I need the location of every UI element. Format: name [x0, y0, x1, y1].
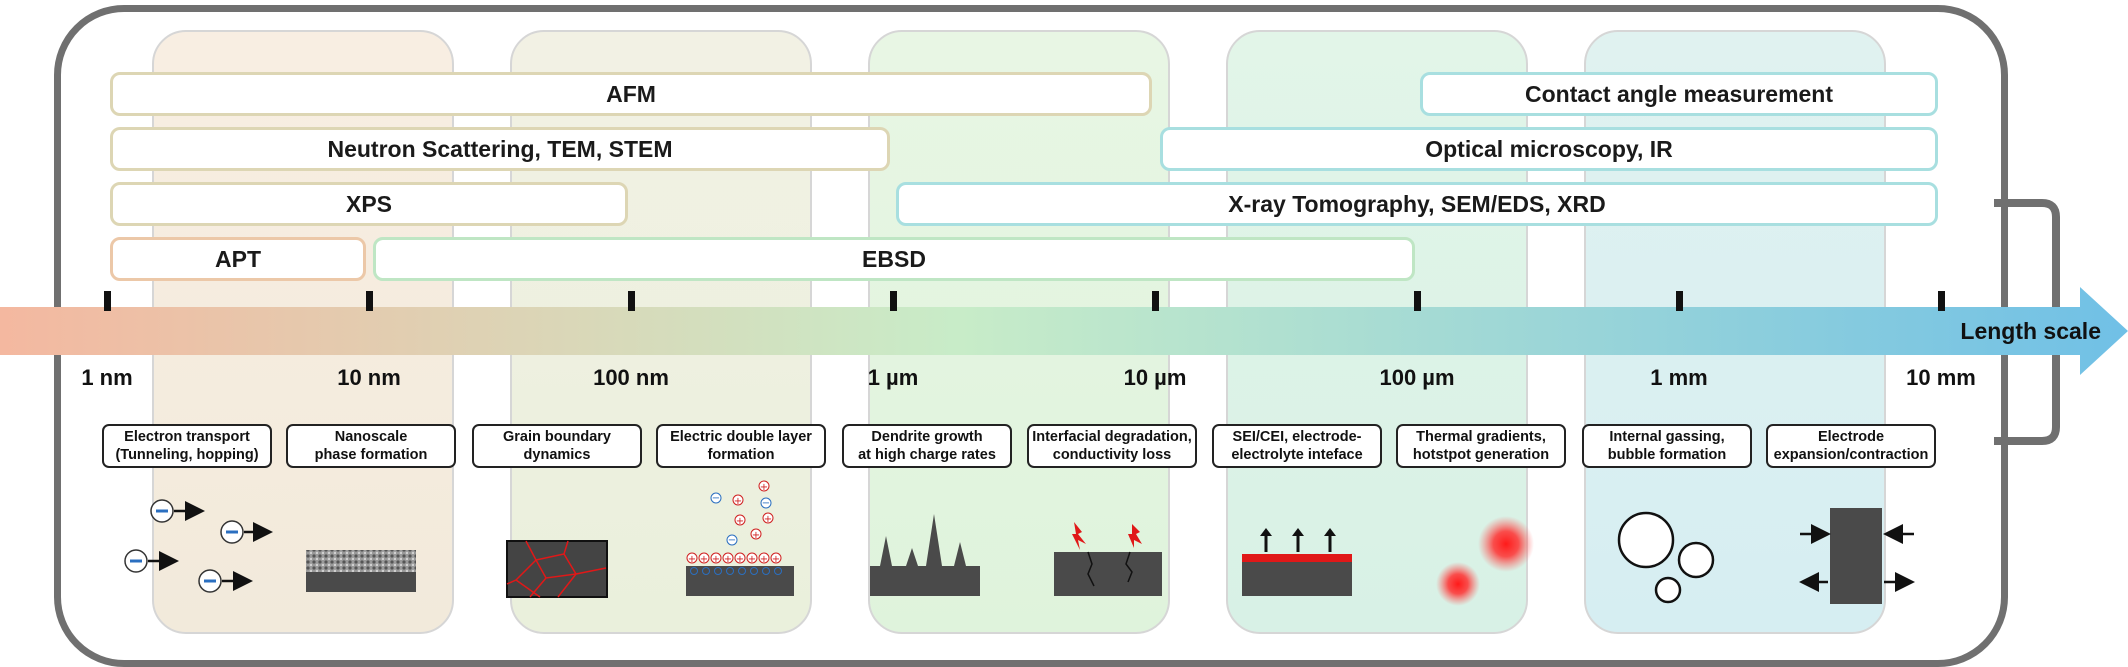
scale-label-1nm: 1 nm [81, 365, 133, 390]
scale-label-10mm: 10 mm [1906, 365, 1976, 390]
bar-apt: APT [110, 237, 366, 281]
svg-text:+: + [688, 554, 696, 565]
dendrite-illustration [870, 514, 980, 596]
svg-text:−: − [728, 535, 736, 546]
interfacial-degradation-illustration [1054, 522, 1162, 596]
bar-afm: AFM [110, 72, 1152, 116]
svg-text:+: + [734, 496, 742, 507]
scale-label-1um: 1 µm [867, 365, 919, 390]
phenomenon-interfacial-degradation: Interfacial degradation,conductivity los… [1027, 424, 1197, 468]
bubbles-illustration [1617, 511, 1715, 604]
bar-neutron-tem-stem: Neutron Scattering, TEM, STEM [110, 127, 890, 171]
phenomenon-electron-transport: Electron transport(Tunneling, hopping) [102, 424, 272, 468]
bar-xray-sem-xrd: X-ray Tomography, SEM/EDS, XRD [896, 182, 1938, 226]
tick-10um [1152, 291, 1159, 311]
svg-text:+: + [748, 554, 756, 565]
svg-text:+: + [700, 554, 708, 565]
tick-1nm [104, 291, 111, 311]
svg-text:+: + [736, 554, 744, 565]
nanoscale-phase-illustration [306, 550, 416, 592]
sei-cei-illustration [1242, 528, 1352, 596]
bar-ebsd: EBSD [373, 237, 1415, 281]
length-scale-arrow [0, 287, 2128, 375]
tick-100nm [628, 291, 635, 311]
scale-label-100nm: 100 nm [593, 365, 669, 390]
tick-1mm [1676, 291, 1683, 311]
tick-10nm [366, 291, 373, 311]
svg-text:−: − [712, 493, 720, 504]
expansion-illustration [1799, 508, 1915, 604]
svg-text:−: − [762, 498, 770, 509]
svg-text:+: + [712, 554, 720, 565]
phenomenon-gassing: Internal gassing,bubble formation [1582, 424, 1752, 468]
tick-100um [1414, 291, 1421, 311]
scale-label-100um: 100 µm [1379, 365, 1455, 390]
tick-10mm [1938, 291, 1945, 311]
svg-text:+: + [764, 514, 772, 525]
svg-text:+: + [736, 516, 744, 527]
svg-text:+: + [724, 554, 732, 565]
scale-label-10um: 10 µm [1123, 365, 1187, 390]
svg-text:+: + [760, 482, 768, 493]
svg-text:+: + [760, 554, 768, 565]
scale-label-10nm: 10 nm [337, 365, 401, 390]
grain-boundary-illustration [506, 540, 608, 598]
svg-text:+: + [752, 530, 760, 541]
bar-xps: XPS [110, 182, 628, 226]
phenomenon-sei-cei: SEI/CEI, electrode-electrolyte inteface [1212, 424, 1382, 468]
axis-title: Length scale [1960, 318, 2101, 344]
scale-label-1mm: 1 mm [1650, 365, 1708, 390]
hotspot-illustration [1436, 516, 1534, 606]
double-layer-illustration: + + + + + − − − + + + + + + + + [686, 480, 794, 596]
bar-optical-ir: Optical microscopy, IR [1160, 127, 1938, 171]
tick-1um [890, 291, 897, 311]
phenomenon-thermal-gradients: Thermal gradients,hotstpot generation [1396, 424, 1566, 468]
bar-contact-angle: Contact angle measurement [1420, 72, 1938, 116]
electron-transport-illustration [124, 499, 273, 593]
svg-text:+: + [772, 554, 780, 565]
